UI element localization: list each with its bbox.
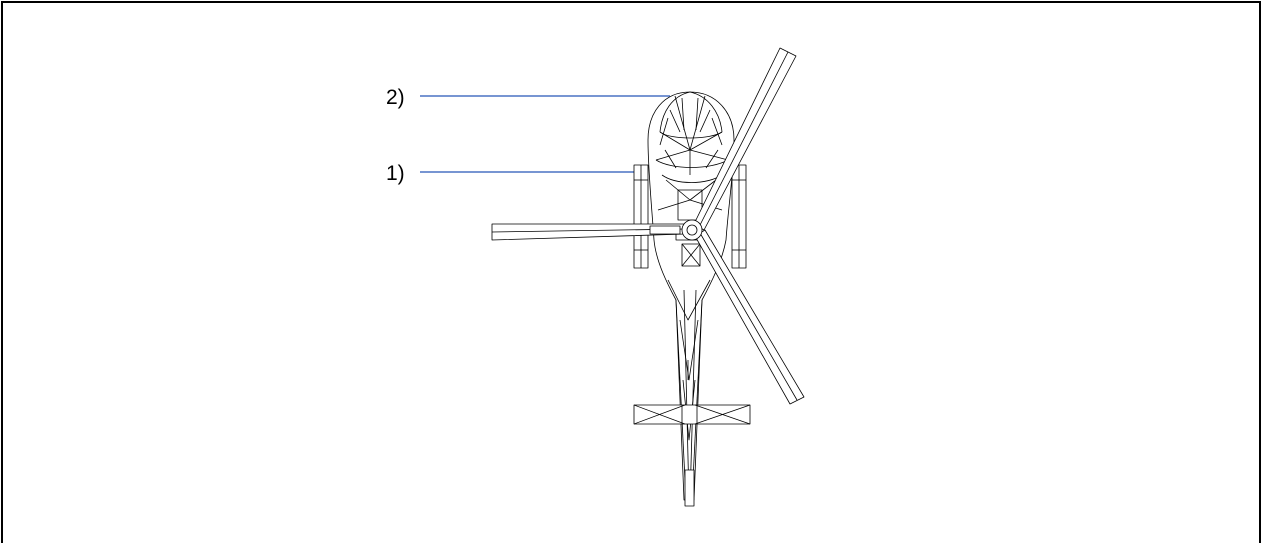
main-rotor-blades <box>491 47 805 405</box>
helicopter-top-view-wireframe-icon <box>491 47 805 507</box>
callout-label-1: 1) <box>386 162 405 185</box>
fuselage <box>647 91 735 507</box>
horizontal-stabilizer <box>633 404 751 425</box>
callout-label-2: 2) <box>386 86 405 109</box>
side-pods <box>633 164 747 269</box>
